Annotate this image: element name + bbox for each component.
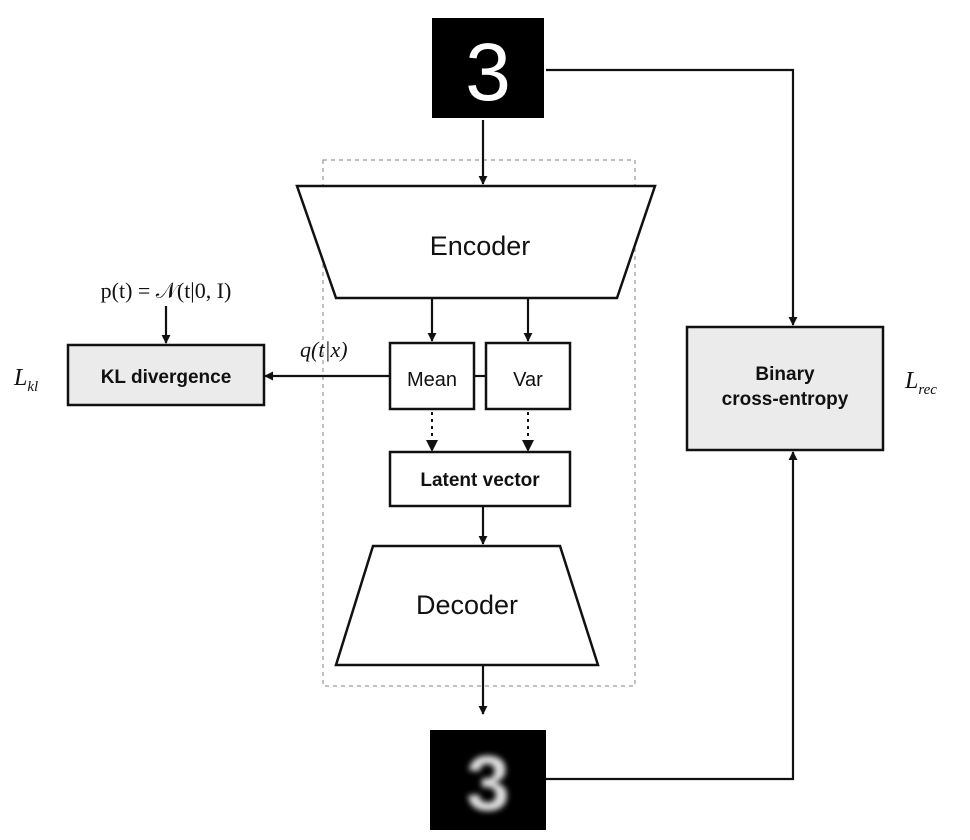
binary-cross-entropy-box xyxy=(685,325,885,452)
posterior-label: q(t|x) xyxy=(300,337,348,362)
loss-kl-label: Lkl xyxy=(13,365,38,395)
vae-boundary xyxy=(322,159,636,687)
mean-label: Mean xyxy=(407,369,457,391)
output-image: 3 xyxy=(430,730,546,830)
bce-label-line2: cross-entropy xyxy=(722,389,849,410)
output-to-bce-arrow xyxy=(546,451,798,781)
output-image-background xyxy=(430,730,546,830)
input-image-background xyxy=(432,18,544,118)
input-image: 3 xyxy=(432,18,544,118)
latent-vector-label: Latent vector xyxy=(420,470,540,491)
decoder-label: Decoder xyxy=(416,590,518,620)
encoder-label: Encoder xyxy=(430,231,531,261)
loss-rec-label: Lrec xyxy=(904,368,937,398)
input-to-bce-arrow xyxy=(546,68,798,326)
input-digit: 3 xyxy=(465,27,511,118)
encoder-block xyxy=(295,184,657,300)
bce-label-line1: Binary xyxy=(755,364,815,385)
var-label: Var xyxy=(513,369,543,391)
kl-divergence-box xyxy=(66,343,266,407)
output-digit: 3 xyxy=(466,739,509,827)
var-box xyxy=(484,341,572,411)
latent-vector-box xyxy=(388,450,572,508)
var-to-latent-arrowhead xyxy=(522,440,534,452)
mean-to-latent-arrowhead xyxy=(426,440,438,452)
kl-divergence-label: KL divergence xyxy=(101,367,232,388)
prior-equation: p(t) = 𝒩(t|0, I) xyxy=(101,278,232,303)
decoder-block xyxy=(334,544,600,667)
